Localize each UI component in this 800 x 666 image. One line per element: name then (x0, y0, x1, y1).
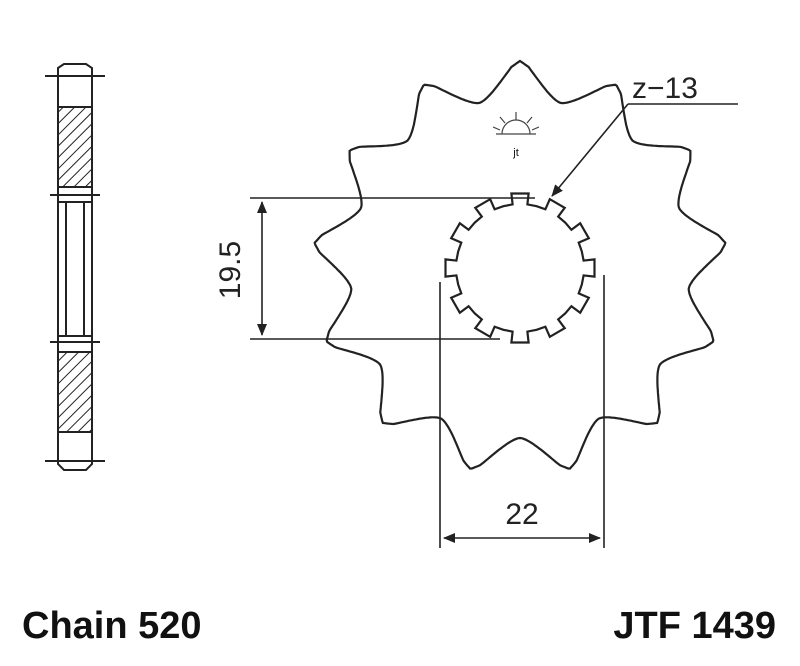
sprocket-outline (313, 59, 727, 470)
tooth-count-label: z−13 (632, 72, 698, 105)
sun-logo-text: jt (512, 147, 519, 159)
sprocket-drawing: 19.5 22 z−13 jt (45, 59, 738, 548)
side-profile-outline (57, 63, 93, 471)
width-dimension (439, 275, 605, 548)
spline-bore (444, 192, 596, 344)
height-dimension (250, 197, 535, 340)
hatch-top (57, 106, 93, 188)
height-dimension-label: 19.5 (214, 241, 247, 299)
sun-logo-icon (492, 112, 540, 135)
part-number: JTF 1439 (613, 605, 776, 647)
chain-label: Chain 520 (22, 605, 202, 647)
hatch-bottom (57, 351, 93, 433)
side-profile-view (45, 63, 105, 471)
tooth-count-leader (551, 103, 738, 197)
width-dimension-label: 22 (505, 498, 538, 531)
